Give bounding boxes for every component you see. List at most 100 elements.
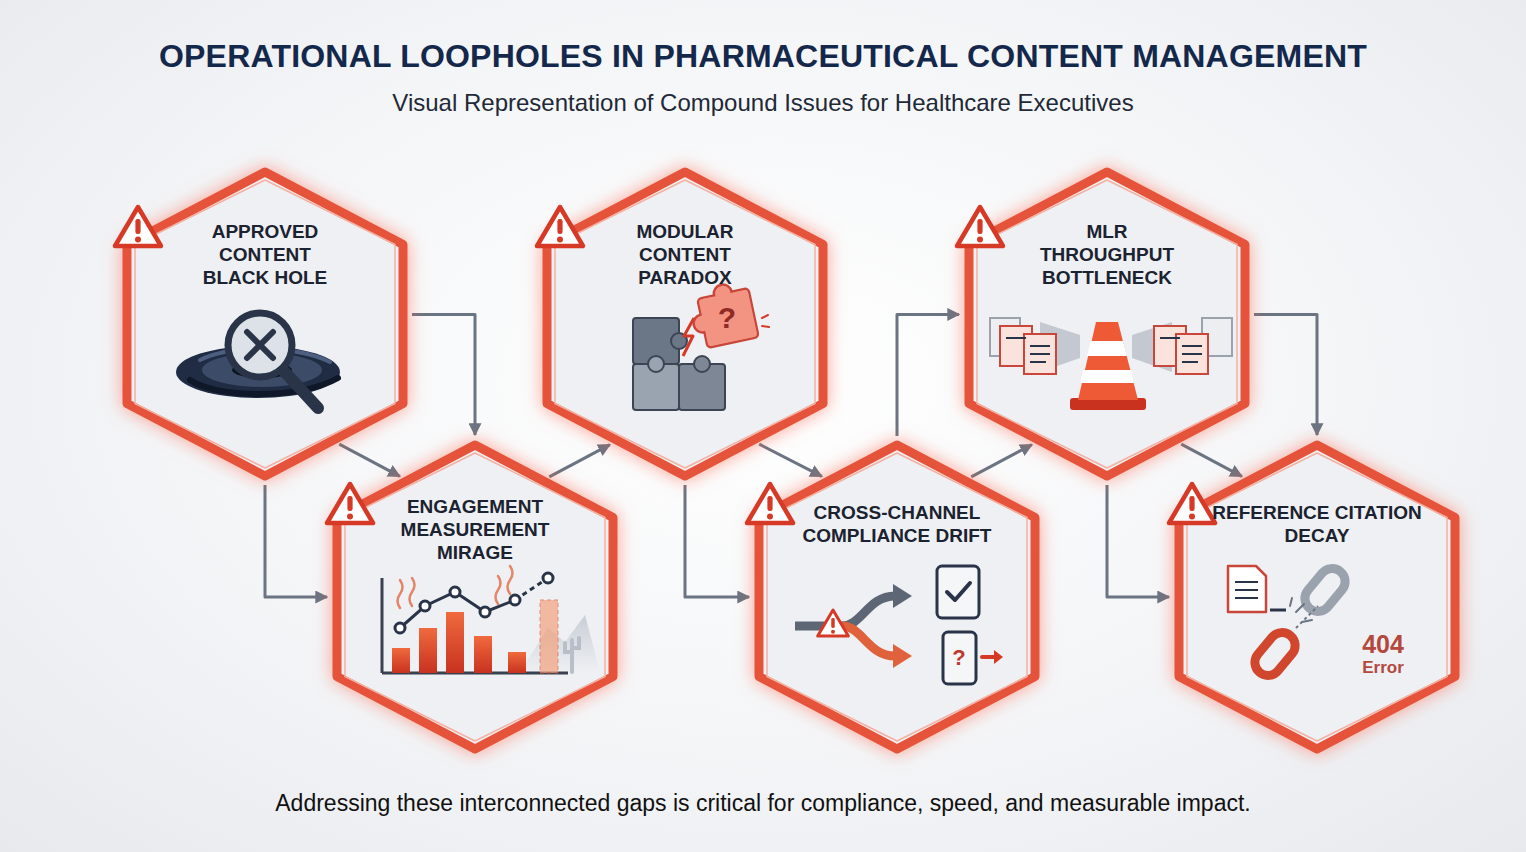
bottleneck-icon-part-part xyxy=(1030,345,1050,347)
hexagon-inner-line xyxy=(555,180,815,468)
bottleneck-icon-part xyxy=(1000,326,1208,374)
puzzle-icon-part xyxy=(762,315,769,327)
hexagon-border xyxy=(547,172,823,476)
black-hole-icon-part xyxy=(200,349,330,362)
hexagon-border xyxy=(127,172,403,476)
black-hole-icon-part xyxy=(190,378,338,394)
broken-link-icon-part xyxy=(1296,606,1318,628)
node-title: CROSS-CHANNEL COMPLIANCE DRIFT xyxy=(786,502,1008,548)
chart-mirage-icon-part-part xyxy=(420,601,430,611)
channel-split-icon-part xyxy=(893,644,912,668)
channel-split-icon-part xyxy=(982,655,996,659)
channel-split-icon-part xyxy=(947,583,970,600)
bottleneck-icon-part xyxy=(1132,322,1172,372)
puzzle-icon xyxy=(633,279,769,410)
icon-label: ? xyxy=(718,301,736,335)
flow-arrow xyxy=(971,445,1032,477)
bottleneck-icon-part-part xyxy=(1030,361,1046,363)
warning-badge-part xyxy=(537,207,583,246)
bottleneck-icon-part xyxy=(1087,341,1127,356)
bottleneck-icon-part xyxy=(1070,398,1146,410)
node-title: ENGAGEMENT MEASUREMENT MIRAGE xyxy=(388,496,563,564)
puzzle-icon-part xyxy=(679,364,725,410)
broken-link-icon-part xyxy=(1290,598,1312,622)
warning-badge xyxy=(115,207,1215,523)
hexagon-border xyxy=(969,172,1245,476)
broken-link-icon xyxy=(1228,563,1350,680)
hexagon-border xyxy=(337,445,613,749)
chart-mirage-icon-part xyxy=(565,638,579,672)
black-hole-icon-part xyxy=(283,370,318,408)
hexagon-inner-line xyxy=(345,453,605,741)
broken-link-icon-part-part xyxy=(1235,589,1258,591)
icon-label: ? xyxy=(952,645,965,671)
bottleneck-icon-part-part xyxy=(1030,353,1050,355)
black-hole-icon-part xyxy=(247,332,273,358)
node-title: MLR THROUGHPUT BOTTLENECK xyxy=(1027,221,1187,289)
chart-mirage-icon xyxy=(382,566,600,673)
bottleneck-icon-part-part xyxy=(1006,337,1026,339)
puzzle-icon-part xyxy=(648,356,664,372)
broken-link-icon-part-part xyxy=(1290,598,1292,606)
puzzle-icon-part-part xyxy=(697,288,758,348)
black-hole-icon-part xyxy=(228,313,292,377)
channel-split-icon xyxy=(795,566,1003,684)
puzzle-icon-part xyxy=(671,333,687,349)
puzzle-icon-part xyxy=(633,318,679,364)
chart-mirage-icon-part xyxy=(395,573,553,633)
channel-split-icon-part xyxy=(795,596,895,626)
bottleneck-icon-part-part xyxy=(1154,326,1186,366)
hexagon-node: APPROVED CONTENT BLACK HOLE xyxy=(120,165,410,483)
bottleneck-icon-part-part xyxy=(1182,345,1202,347)
flow-arrow xyxy=(549,445,610,477)
icon-label: 404 xyxy=(1362,630,1404,659)
puzzle-icon-part xyxy=(687,279,759,349)
chart-mirage-icon-part xyxy=(520,615,600,672)
chart-mirage-icon-part xyxy=(382,672,568,675)
chart-mirage-icon-part xyxy=(398,566,513,608)
bottleneck-icon xyxy=(990,318,1232,410)
bottleneck-icon-part xyxy=(1080,370,1134,383)
warning-badge-part xyxy=(747,484,793,523)
flow-arrow xyxy=(1181,444,1242,476)
chart-mirage-icon-part-part xyxy=(508,566,513,594)
bottleneck-icon-part-part xyxy=(1024,334,1056,374)
bottleneck-icon-part-part xyxy=(1202,318,1232,356)
hexagon-shape xyxy=(330,438,620,756)
chart-mirage-icon-part-part xyxy=(480,607,490,617)
broken-link-icon-part-part xyxy=(1235,581,1258,583)
channel-split-icon-part xyxy=(893,584,912,608)
chart-mirage-icon-part xyxy=(515,578,548,600)
broken-link-icon-part xyxy=(1270,609,1286,612)
icon-label: Error xyxy=(1362,658,1404,678)
bottleneck-icon-part-part xyxy=(1160,337,1180,339)
chart-mirage-icon-part xyxy=(446,612,464,673)
puzzle-icon-part-part xyxy=(762,315,768,318)
chart-mirage-icon-part xyxy=(419,628,437,673)
hexagon-border xyxy=(759,445,1035,749)
broken-link-icon-part-part xyxy=(1296,604,1304,612)
bottleneck-icon-part-part xyxy=(1182,353,1202,355)
hexagon-inner-line xyxy=(767,453,1027,741)
chart-mirage-icon-part-part xyxy=(410,578,415,606)
bottleneck-icon-part xyxy=(1040,322,1080,372)
channel-split-icon-part xyxy=(818,610,849,636)
diagram-title: OPERATIONAL LOOPHOLES IN PHARMACEUTICAL … xyxy=(0,38,1526,75)
bottleneck-icon-part-part xyxy=(1176,334,1208,374)
broken-link-icon-part-part xyxy=(1302,620,1312,622)
channel-split-icon-part xyxy=(994,650,1003,664)
flow-arrow xyxy=(1107,485,1169,597)
hexagon-shape xyxy=(752,438,1042,756)
subtitle: Visual Representation of Compound Issues… xyxy=(392,89,1133,117)
broken-link-icon-part xyxy=(1228,566,1266,612)
hexagon-node: MODULAR CONTENT PARADOX xyxy=(540,165,830,483)
hexagon-inner-line xyxy=(1187,453,1447,741)
flow-arrow xyxy=(897,314,959,436)
broken-link-icon-part xyxy=(1250,627,1301,680)
diagram-caption: Addressing these interconnected gaps is … xyxy=(0,790,1526,817)
flow-arrow xyxy=(412,314,475,435)
black-hole-icon-part xyxy=(202,353,322,387)
puzzle-icon-part-part xyxy=(762,326,769,327)
